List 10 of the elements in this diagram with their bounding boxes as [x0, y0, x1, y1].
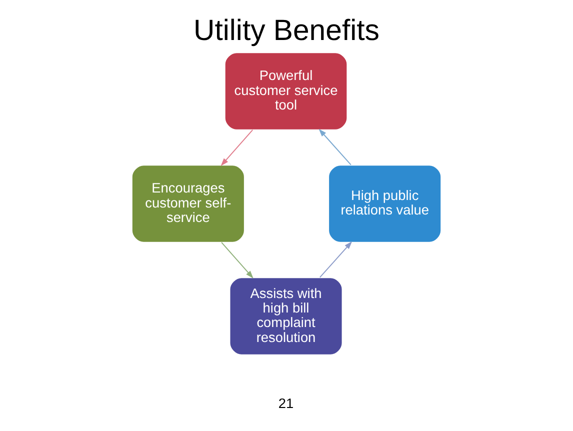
- node-box: High public relations value: [328, 164, 442, 243]
- node-box: Assists with high bill complaint resolution: [229, 277, 343, 356]
- arrow: [221, 242, 254, 278]
- node-box: Powerful customer service tool: [224, 52, 348, 130]
- diagram-title: Utility Benefits: [194, 14, 380, 47]
- node-box: Encourages customer self-service: [131, 164, 245, 243]
- arrow: [318, 128, 352, 166]
- arrow: [220, 129, 254, 166]
- arrow: [319, 241, 352, 278]
- label: 21: [278, 396, 294, 411]
